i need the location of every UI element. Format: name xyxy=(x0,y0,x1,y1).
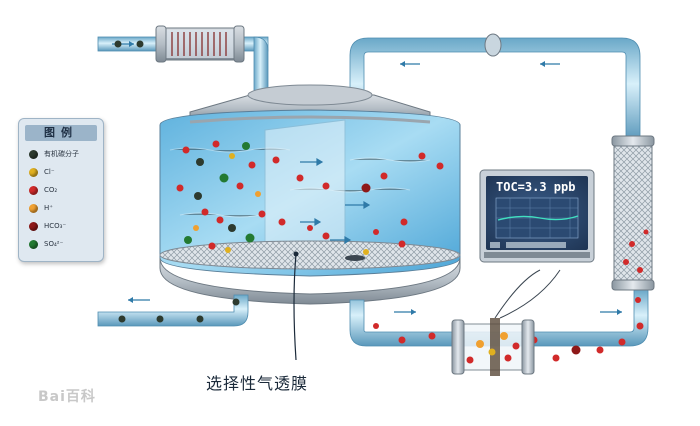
membrane-vessel xyxy=(159,84,461,361)
watermark-logo: Bai百科 xyxy=(38,389,96,405)
chloride-marker xyxy=(29,167,38,177)
co2-marker xyxy=(29,185,38,195)
conductivity-cell xyxy=(451,269,561,376)
legend-title: 图例 xyxy=(25,125,97,141)
inlet-pipe xyxy=(97,36,269,96)
membrane-label: 选择性气透膜 xyxy=(206,374,309,393)
legend-item-sulfate: SO₄²⁻ xyxy=(29,235,103,253)
bicarbonate-marker xyxy=(29,221,38,231)
legend-item-label: HCO₃⁻ xyxy=(44,222,67,230)
toc-monitor xyxy=(479,169,595,263)
gas-loop-pipe xyxy=(349,289,649,362)
legend-item-co2: CO₂ xyxy=(29,181,103,199)
legend-item-label: 有机碳分子 xyxy=(44,150,79,158)
legend-item-bicarbonate: HCO₃⁻ xyxy=(29,217,103,235)
legend-item-organic-carbon: 有机碳分子 xyxy=(29,145,103,163)
sulfate-marker xyxy=(29,239,38,249)
outlet-pipe xyxy=(97,294,249,327)
legend-item-chloride: Cl⁻ xyxy=(29,163,103,181)
hydrogen-ion-marker xyxy=(29,203,38,213)
legend-item-label: SO₄²⁻ xyxy=(44,240,64,248)
reaction-column xyxy=(611,135,655,291)
uv-reactor xyxy=(155,25,245,63)
legend-panel: 图例 有机碳分子 Cl⁻ CO₂ H⁺ HCO₃⁻ SO₄²⁻ xyxy=(18,118,104,262)
ions-in-vessel xyxy=(176,140,444,255)
legend-item-label: CO₂ xyxy=(44,186,58,194)
legend-item-label: H⁺ xyxy=(44,204,53,212)
legend-item-label: Cl⁻ xyxy=(44,168,55,176)
organic-carbon-marker xyxy=(29,149,38,159)
legend-item-hydrogen-ion: H⁺ xyxy=(29,199,103,217)
toc-reading: TOC=3.3 ppb xyxy=(496,180,576,194)
